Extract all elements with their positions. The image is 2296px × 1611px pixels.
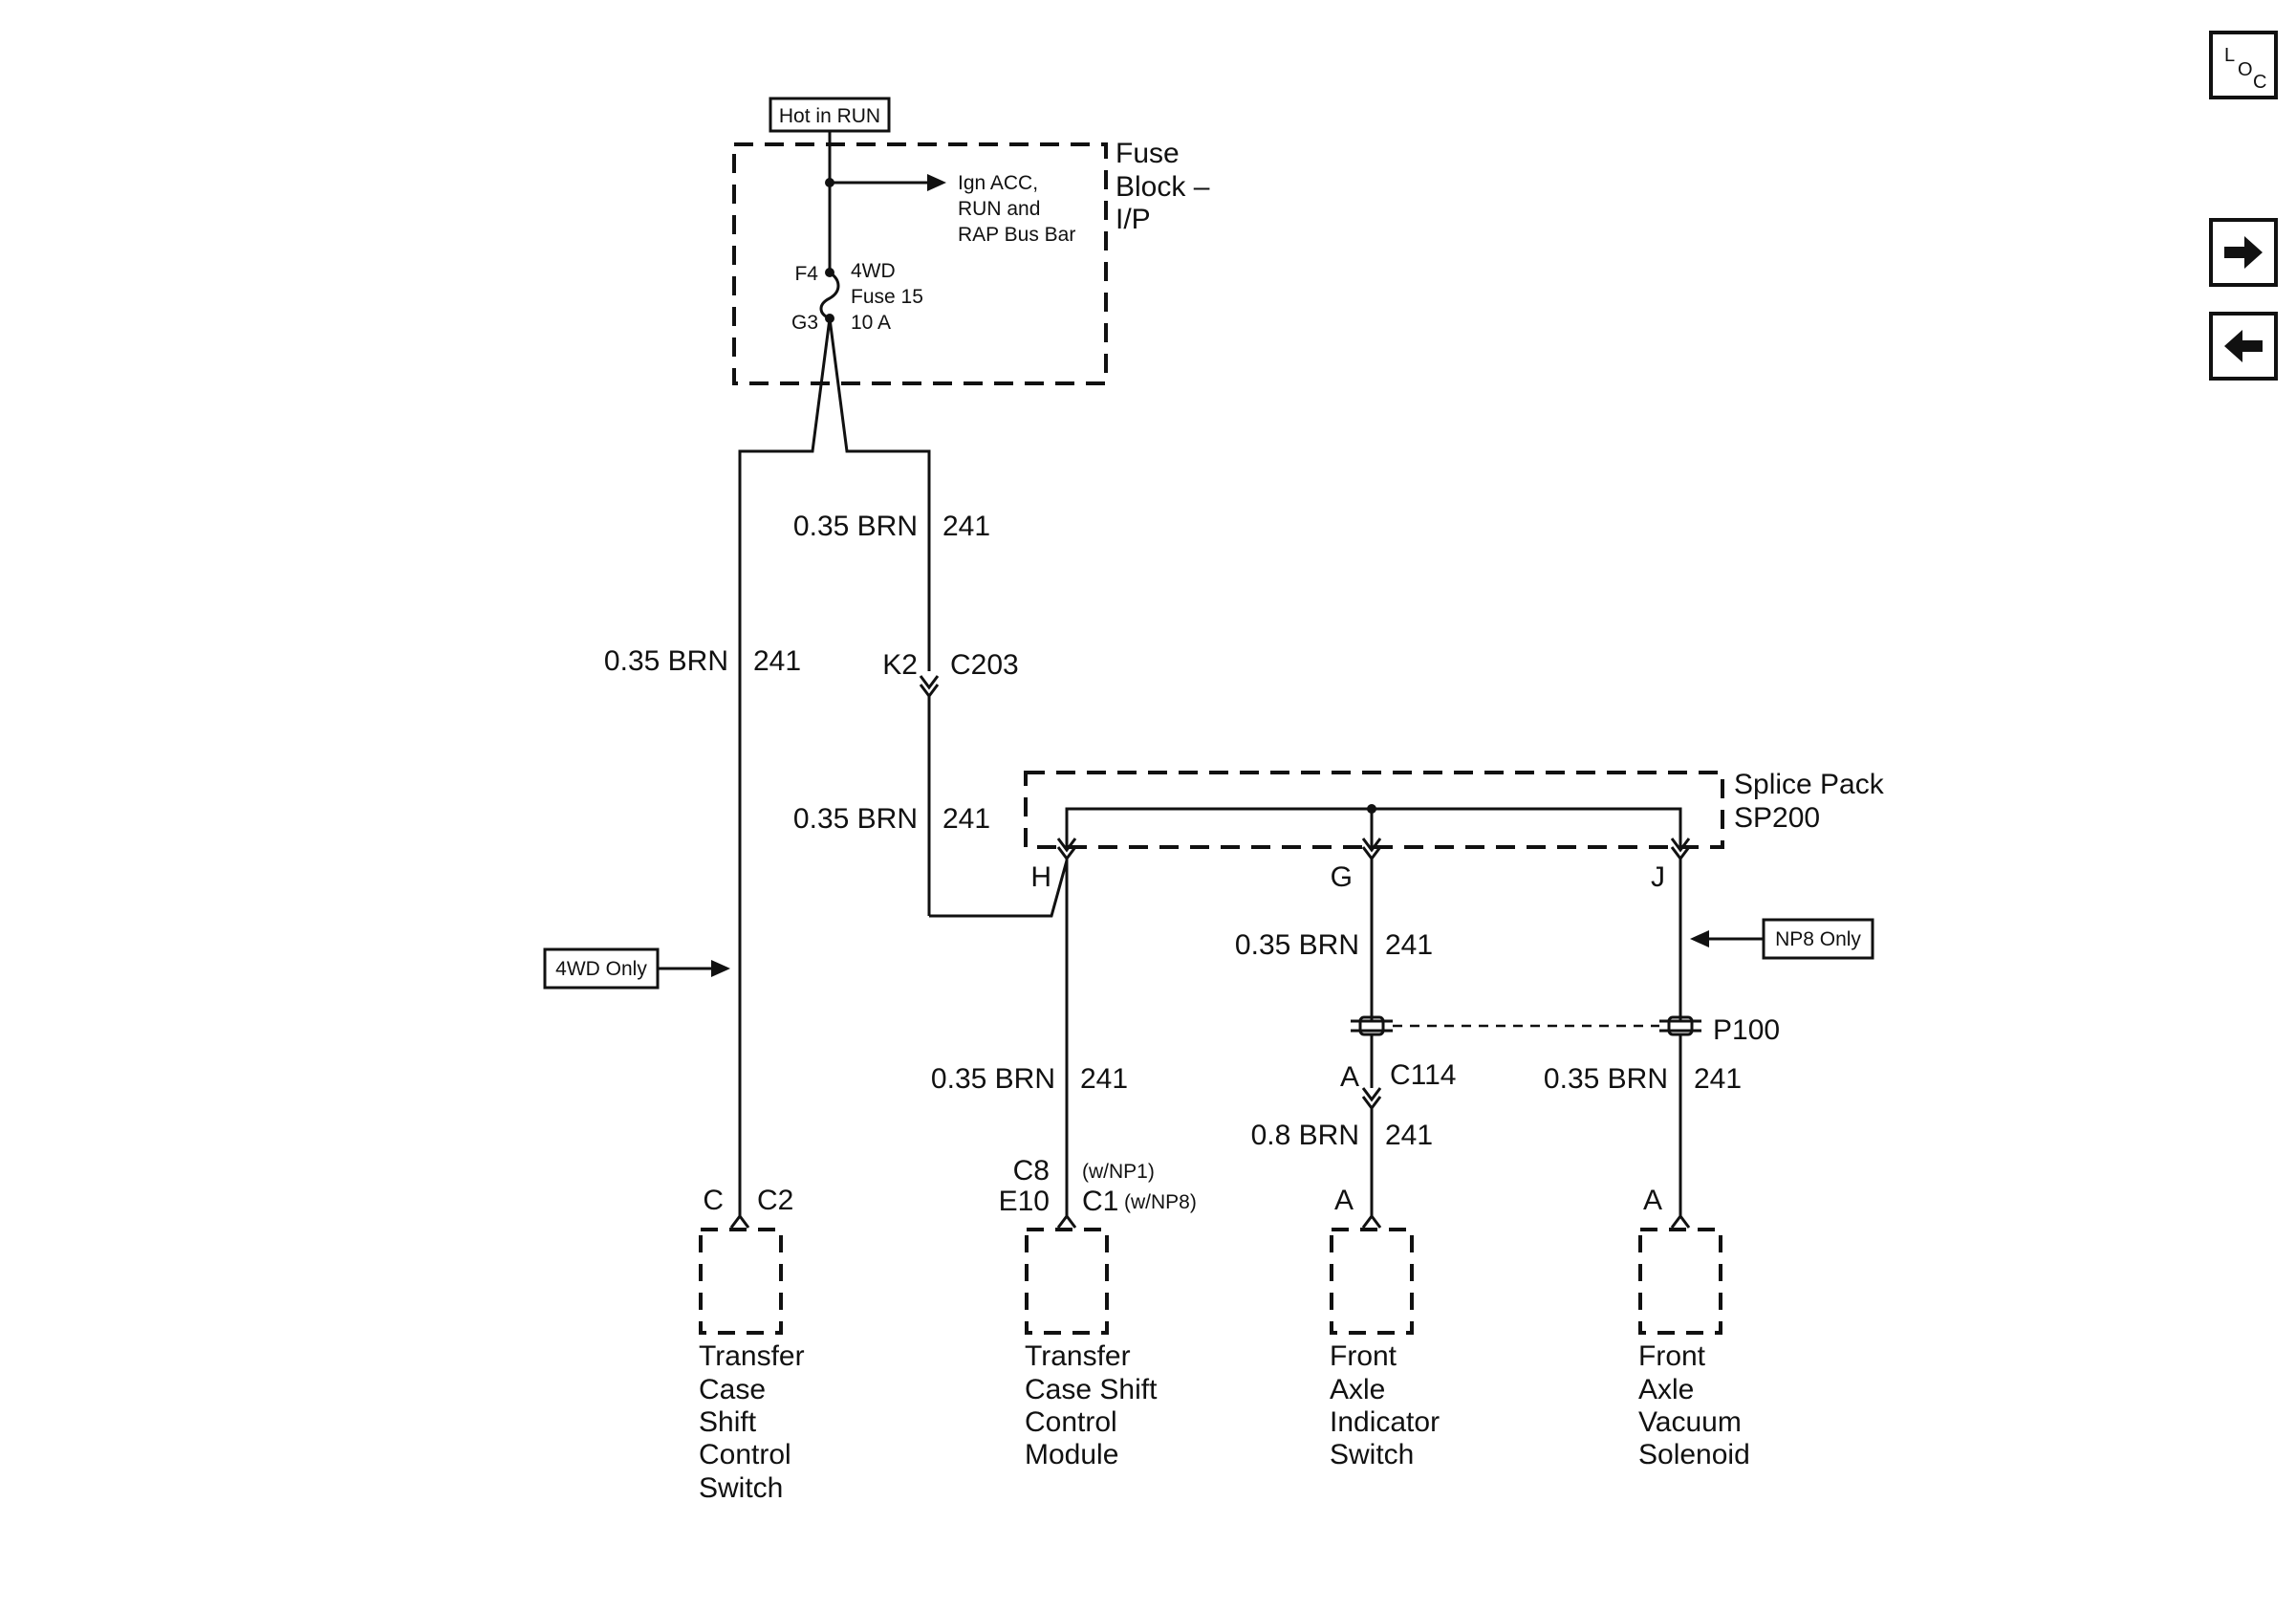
fuse-label-line-1: 4WD [851,260,896,282]
hot-in-run-label: Hot in RUN [779,105,880,127]
wire-right-lower-circuit: 241 [942,803,990,835]
four-wd-only-label: 4WD Only [555,958,647,980]
c203-pin-label: K2 [882,649,918,681]
tcs-pin-label: C [703,1185,724,1216]
tcm-connector-note-np1: (w/NP1) [1082,1161,1155,1183]
wire-branch-g-upper-gauge: 0.35 BRN [1235,929,1359,961]
np8-only-label: NP8 Only [1775,928,1861,950]
favs-pin-label: A [1643,1185,1662,1216]
fuse-label-line-2: Fuse 15 [851,286,923,308]
loc-letter-c: C [2253,72,2266,93]
c203-name-label: C203 [950,649,1019,681]
wire-right-upper-circuit: 241 [942,511,990,542]
wire-left-main-circuit: 241 [753,645,801,677]
wire-branch-j-gauge: 0.35 BRN [1544,1063,1668,1095]
tcm-name-line-4: Module [1025,1439,1118,1470]
fuse-block-name-line-2: Block – [1116,171,1210,203]
bus-bar-label-line-1: Ign ACC, [958,172,1038,194]
tcs-name-line-1: Transfer [699,1340,805,1372]
favs-name-line-3: Vacuum [1638,1406,1742,1438]
favs-name-line-2: Axle [1638,1374,1694,1405]
bus-bar-label-line-3: RAP Bus Bar [958,224,1075,246]
wire-right-lower-gauge: 0.35 BRN [793,803,918,835]
wire-right-upper-gauge: 0.35 BRN [793,511,918,542]
p100-name-label: P100 [1713,1014,1780,1046]
fuse-block-name-line-1: Fuse [1116,138,1180,169]
fais-name-line-3: Indicator [1330,1406,1440,1438]
fais-pin-label: A [1334,1185,1354,1216]
loc-letter-l: L [2224,45,2235,66]
tcs-component-box [699,1228,783,1335]
wire-branch-g-upper-circuit: 241 [1385,929,1433,961]
favs-component-box [1638,1228,1722,1335]
tcs-name-line-3: Shift [699,1406,757,1438]
c114-pin-label: A [1340,1061,1359,1093]
tcm-name-line-1: Transfer [1025,1340,1131,1372]
favs-name-line-4: Solenoid [1638,1439,1750,1470]
tcm-connector-note-np8: (w/NP8) [1124,1191,1197,1213]
tcm-name-line-3: Control [1025,1406,1117,1438]
c114-name-label: C114 [1390,1059,1457,1091]
tcm-pin2-label: E10 [999,1186,1050,1217]
location-icon: L O C [2224,45,2266,93]
fuse-block-name-line-3: I/P [1116,204,1151,235]
arrow-left-icon [2224,330,2263,362]
splice-pin-h-label: H [1030,861,1051,893]
forward-button[interactable] [2209,218,2278,287]
tcs-connector-label: C2 [757,1185,793,1216]
tcm-connector-label: C1 [1082,1186,1118,1217]
tcs-name-line-4: Control [699,1439,791,1470]
tcs-name-line-5: Switch [699,1472,783,1504]
wire-branch-h-gauge: 0.35 BRN [931,1063,1055,1095]
tcs-name-line-2: Case [699,1374,766,1405]
tcm-pin1-label: C8 [1013,1155,1050,1186]
tcm-name-line-2: Case Shift [1025,1374,1158,1405]
splice-pack-name-line-2: SP200 [1734,802,1820,834]
splice-pack-name-line-1: Splice Pack [1734,769,1885,800]
splice-pin-g-label: G [1331,861,1353,893]
fuse-block-outline [732,142,1108,385]
fuse-out-pin-label: G3 [791,312,818,334]
wire-left-main-gauge: 0.35 BRN [604,645,728,677]
wire-branch-g-lower-circuit: 241 [1385,1120,1433,1151]
fais-component-box [1330,1228,1414,1335]
wire-branch-j-circuit: 241 [1694,1063,1742,1095]
fuse-label-line-3: 10 A [851,312,891,334]
fuse-in-pin-label: F4 [794,263,818,285]
loc-letter-o: O [2238,59,2253,80]
tcm-component-box [1025,1228,1109,1335]
favs-name-line-1: Front [1638,1340,1706,1372]
location-button[interactable]: L O C [2209,31,2278,99]
fais-name-line-4: Switch [1330,1439,1414,1470]
wire-branch-h-circuit: 241 [1080,1063,1128,1095]
splice-pin-j-label: J [1651,861,1665,893]
fais-name-line-1: Front [1330,1340,1397,1372]
wire-branch-g-lower-gauge: 0.8 BRN [1251,1120,1359,1151]
bus-bar-label-line-2: RUN and [958,198,1040,220]
arrow-right-icon [2224,236,2263,269]
fais-name-line-2: Axle [1330,1374,1385,1405]
back-button[interactable] [2209,312,2278,381]
